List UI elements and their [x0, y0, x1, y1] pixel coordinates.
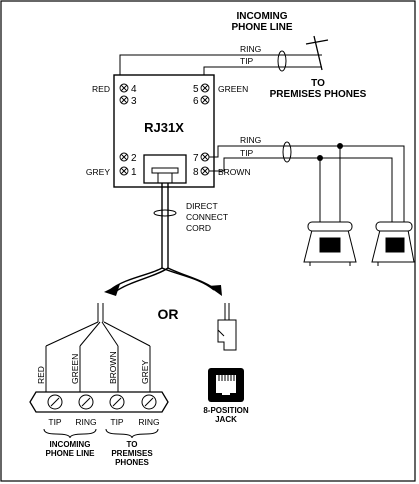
rj31x-connector — [143, 154, 187, 184]
brown-wire-label: BROWN — [218, 167, 251, 177]
group-incoming-line2: PHONE LINE — [46, 449, 96, 458]
direct-connect-cord — [109, 183, 220, 293]
splice-dot-ring — [337, 143, 343, 149]
strip-signal-tip-2: TIP — [110, 417, 124, 427]
strip-signal-ring-2: RING — [138, 417, 159, 427]
arrow-to-terminal-strip — [104, 284, 120, 296]
strip-wire-grey: GREY — [140, 360, 150, 384]
premises-label-line1: TO — [311, 78, 325, 89]
group-premises-line2: PREMISES — [111, 449, 153, 458]
group-premises-line1: TO — [127, 440, 138, 449]
premises-tip-label: TIP — [240, 148, 254, 158]
terminal-3-number: 3 — [131, 96, 137, 107]
incoming-label-line2: PHONE LINE — [231, 22, 292, 33]
rj31x-title: RJ31X — [144, 120, 184, 135]
fanout-wires — [45, 303, 151, 392]
modular-plug-icon — [217, 303, 237, 351]
arrow-to-jack — [208, 285, 222, 296]
terminal-4-number: 4 — [131, 84, 137, 95]
premises-label-line2: PREMISES PHONES — [270, 89, 367, 100]
incoming-tip-label: TIP — [240, 56, 254, 66]
cord-label-line2: CONNECT — [186, 212, 228, 222]
rj31x-screws — [119, 83, 210, 176]
strip-wire-red: RED — [36, 366, 46, 384]
or-label: OR — [158, 306, 179, 322]
group-incoming-line1: INCOMING — [50, 440, 91, 449]
brace-incoming — [43, 428, 97, 439]
strip-wire-brown: BROWN — [108, 351, 118, 384]
strip-wire-green: GREEN — [70, 354, 80, 384]
8-position-jack-icon — [208, 368, 244, 402]
grey-wire-label: GREY — [86, 167, 110, 177]
incoming-label-line1: INCOMING — [236, 11, 287, 22]
terminal-5-number: 5 — [193, 84, 199, 95]
jack8-label-line1: 8-POSITION — [203, 406, 249, 415]
terminal-8-number: 8 — [193, 167, 199, 178]
brace-premises — [105, 428, 159, 439]
red-wire-label: RED — [92, 84, 110, 94]
terminal-7-number: 7 — [193, 153, 199, 164]
terminal-2-number: 2 — [131, 153, 137, 164]
terminal-strip — [29, 391, 169, 413]
jack8-label-line2: JACK — [215, 415, 237, 424]
telephone-icon — [371, 221, 415, 266]
incoming-ring-label: RING — [240, 44, 261, 54]
premises-ring-label: RING — [240, 135, 261, 145]
telephone-icon — [303, 221, 357, 266]
terminal-6-number: 6 — [193, 96, 199, 107]
strip-screws — [47, 394, 157, 410]
group-premises-line3: PHONES — [115, 458, 149, 467]
green-wire-label: GREEN — [218, 84, 248, 94]
cord-label-line1: DIRECT — [186, 201, 218, 211]
strip-signal-tip-1: TIP — [48, 417, 62, 427]
telephone-pole-icon — [305, 35, 329, 71]
splice-dot-tip — [317, 155, 323, 161]
strip-signal-ring-1: RING — [75, 417, 96, 427]
terminal-1-number: 1 — [131, 167, 137, 178]
premises-wires — [209, 141, 405, 224]
cord-label-line3: CORD — [186, 223, 211, 233]
